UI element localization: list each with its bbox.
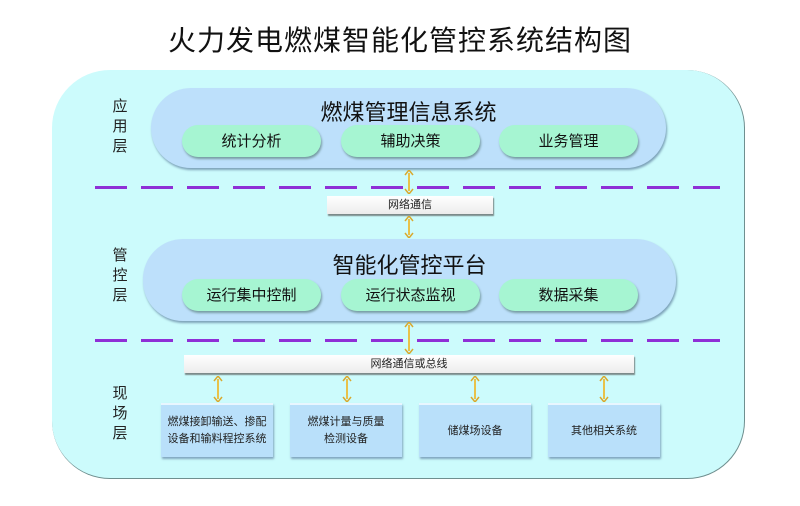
field-device-line: 其他相关系统 bbox=[571, 423, 637, 437]
network-bus-bar: 网络通信或总线 bbox=[184, 355, 634, 373]
double-arrow-icon bbox=[342, 376, 352, 402]
layer-label-char: 层 bbox=[112, 137, 128, 155]
layer-label-char: 现 bbox=[112, 384, 128, 402]
field-device-coal-handling[interactable]: 燃煤接卸输送、掺配 设备和输料程控系统 bbox=[161, 403, 273, 457]
layer-label-char: 层 bbox=[112, 424, 128, 442]
module-statistics[interactable]: 统计分析 bbox=[182, 125, 321, 157]
module-business-management[interactable]: 业务管理 bbox=[499, 125, 638, 157]
field-device-line: 储煤场设备 bbox=[447, 423, 503, 437]
layer-label-char: 管 bbox=[112, 246, 128, 264]
field-device-line: 燃煤接卸输送、掺配 bbox=[167, 415, 267, 428]
field-device-line: 设备和输料程控系统 bbox=[167, 432, 267, 445]
layer-label-control: 管 控 层 bbox=[108, 245, 132, 305]
control-platform-title: 智能化管控平台 bbox=[332, 254, 487, 279]
double-arrow-icon bbox=[404, 170, 414, 194]
layer-divider-upper bbox=[95, 186, 720, 189]
layer-label-char: 层 bbox=[112, 286, 128, 304]
layer-label-char: 场 bbox=[112, 404, 128, 422]
diagram-title: 火力发电燃煤智能化管控系统结构图 bbox=[167, 24, 632, 57]
layer-label-field: 现 场 层 bbox=[108, 383, 132, 443]
application-system-title: 燃煤管理信息系统 bbox=[320, 101, 497, 126]
double-arrow-icon bbox=[404, 216, 414, 238]
field-device-other-systems[interactable]: 其他相关系统 bbox=[548, 403, 660, 457]
network-link-bar: 网络通信 bbox=[327, 196, 493, 214]
module-data-acquisition[interactable]: 数据采集 bbox=[499, 279, 638, 311]
field-device-text: 燃煤接卸输送、掺配 设备和输料程控系统 bbox=[168, 413, 267, 447]
double-arrow-icon bbox=[599, 376, 609, 402]
double-arrow-icon bbox=[213, 376, 223, 402]
field-device-text: 燃煤计量与质量 检测设备 bbox=[308, 413, 385, 447]
module-decision-support[interactable]: 辅助决策 bbox=[341, 125, 480, 157]
field-device-line: 检测设备 bbox=[324, 432, 368, 445]
layer-label-application: 应 用 层 bbox=[108, 96, 132, 156]
module-centralized-control[interactable]: 运行集中控制 bbox=[182, 279, 321, 311]
field-device-line: 燃煤计量与质量 bbox=[307, 415, 385, 428]
module-status-monitoring[interactable]: 运行状态监视 bbox=[341, 279, 480, 311]
field-device-metering-quality[interactable]: 燃煤计量与质量 检测设备 bbox=[290, 403, 402, 457]
layer-label-char: 控 bbox=[112, 266, 128, 284]
layer-label-char: 用 bbox=[112, 117, 128, 135]
field-device-coal-yard[interactable]: 储煤场设备 bbox=[419, 403, 531, 457]
layer-label-char: 应 bbox=[112, 97, 128, 115]
layer-divider-lower bbox=[95, 339, 720, 342]
double-arrow-icon bbox=[404, 322, 414, 354]
double-arrow-icon bbox=[470, 376, 480, 402]
